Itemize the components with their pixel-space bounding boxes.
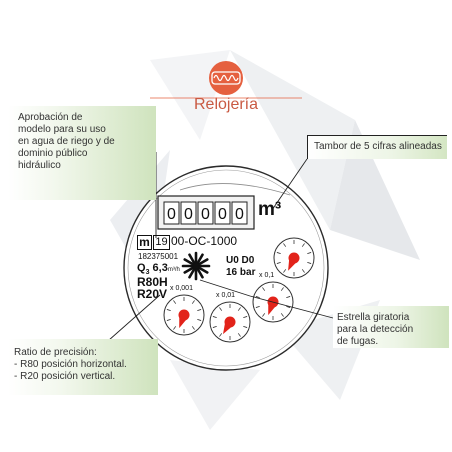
dial-hub bbox=[224, 316, 236, 328]
dial-tick bbox=[166, 309, 171, 312]
small-dial bbox=[163, 294, 205, 336]
digit-box bbox=[180, 201, 197, 225]
serial-number: 182375001 bbox=[138, 252, 179, 261]
pressure-rating: 16 bar bbox=[226, 267, 256, 278]
callout-star-line: para la detección bbox=[337, 324, 414, 335]
dial-tick bbox=[191, 300, 195, 304]
small-dial bbox=[209, 301, 251, 343]
dial-tick bbox=[243, 316, 248, 319]
callout-star-line: Estrella giratoria bbox=[337, 312, 410, 323]
q3-value: 6,3 bbox=[152, 262, 168, 274]
callout-ratio: Ratio de precisión: - R80 posición horiz… bbox=[8, 339, 158, 395]
dial-tick bbox=[197, 309, 202, 312]
metrology-year: 19 bbox=[153, 235, 170, 250]
dial-tick bbox=[280, 313, 284, 317]
callout-drum: Tambor de 5 cifras alineadas bbox=[307, 135, 447, 159]
leader-line-star bbox=[199, 279, 334, 319]
dial-tick bbox=[173, 326, 177, 330]
dial-tick bbox=[255, 296, 260, 299]
cert-code: 00-OC-1000 bbox=[171, 234, 238, 248]
dial-tick bbox=[237, 307, 241, 311]
meter-inner-ring bbox=[127, 169, 325, 367]
dial-tick bbox=[166, 318, 171, 321]
metrology-mark: m bbox=[137, 235, 152, 250]
dial-tick bbox=[262, 313, 266, 317]
facet bbox=[170, 360, 260, 430]
callout-approval-line: hidráulico bbox=[18, 160, 61, 171]
callout-approval-line: Aprobación de bbox=[18, 112, 83, 123]
callout-approval: Aprobación de modelo para su uso en agua… bbox=[8, 106, 156, 200]
dial-tick bbox=[307, 252, 312, 255]
dial-tick bbox=[197, 318, 202, 321]
dial-tick bbox=[262, 287, 266, 291]
leak-detection-star-icon bbox=[181, 251, 211, 281]
watch-coil-icon bbox=[209, 61, 243, 95]
meter-arc bbox=[179, 183, 291, 196]
callout-approval-line: en agua de riego y de bbox=[18, 136, 115, 147]
digit: 0 bbox=[184, 206, 193, 223]
digit-box bbox=[231, 201, 248, 225]
meter-unit: m³ bbox=[258, 199, 282, 220]
dial-tick bbox=[212, 325, 217, 328]
dial-tick bbox=[243, 325, 248, 328]
q3-label: Q bbox=[137, 262, 146, 274]
dial-tick bbox=[283, 243, 287, 247]
facet bbox=[230, 50, 355, 230]
dial-tick bbox=[191, 326, 195, 330]
callout-star-line: de fugas. bbox=[337, 336, 379, 347]
dial-factor-label: x 0,1 bbox=[259, 272, 275, 279]
q3-unit: m³/h bbox=[167, 267, 180, 273]
dial-tick bbox=[212, 316, 217, 319]
digit: 0 bbox=[167, 206, 176, 223]
q3-sub: 3 bbox=[145, 269, 150, 277]
dial-hub bbox=[288, 252, 300, 264]
callout-ratio-line: Ratio de precisión: bbox=[14, 347, 97, 358]
dial-tick bbox=[219, 333, 223, 337]
dial-tick bbox=[301, 269, 305, 273]
digit: 0 bbox=[201, 206, 210, 223]
dial-factor-label: x 0,01 bbox=[216, 292, 236, 299]
q3-rating: Q3 6,3m³/h bbox=[137, 262, 180, 276]
dial-tick bbox=[255, 305, 260, 308]
dial-tick bbox=[276, 261, 281, 264]
callout-ratio-line: - R20 posición vertical. bbox=[14, 371, 116, 382]
dial-tick bbox=[173, 300, 177, 304]
callout-approval-line: modelo para su uso bbox=[18, 124, 106, 135]
dial-tick bbox=[301, 243, 305, 247]
dial-tick bbox=[286, 296, 291, 299]
brand-name: Relojería bbox=[193, 96, 259, 113]
leader-line-drum bbox=[271, 158, 308, 211]
dial-tick bbox=[286, 305, 291, 308]
small-dial bbox=[273, 237, 315, 279]
digit: 0 bbox=[218, 206, 227, 223]
callout-ratio-line: - R80 posición horizontal. bbox=[14, 359, 127, 370]
dial-hub bbox=[178, 309, 190, 321]
dial-tick bbox=[237, 333, 241, 337]
digit-box bbox=[163, 201, 180, 225]
dial-tick bbox=[307, 261, 312, 264]
callout-star: Estrella giratoria para la detección de … bbox=[333, 306, 449, 348]
digit-box bbox=[197, 201, 214, 225]
dial-tick bbox=[276, 252, 281, 255]
dial-tick bbox=[219, 307, 223, 311]
star-hub bbox=[193, 263, 199, 269]
dial-factor-label: x 0,001 bbox=[170, 285, 193, 292]
meter-class: U0 D0 bbox=[226, 255, 255, 266]
ratio-horizontal: R80H bbox=[137, 275, 168, 289]
digit-box bbox=[214, 201, 231, 225]
dial-tick bbox=[280, 287, 284, 291]
dial-tick bbox=[283, 269, 287, 273]
ratio-vertical: R20V bbox=[137, 287, 168, 301]
callout-approval-line: dominio público bbox=[18, 148, 88, 159]
digit: 0 bbox=[235, 206, 244, 223]
